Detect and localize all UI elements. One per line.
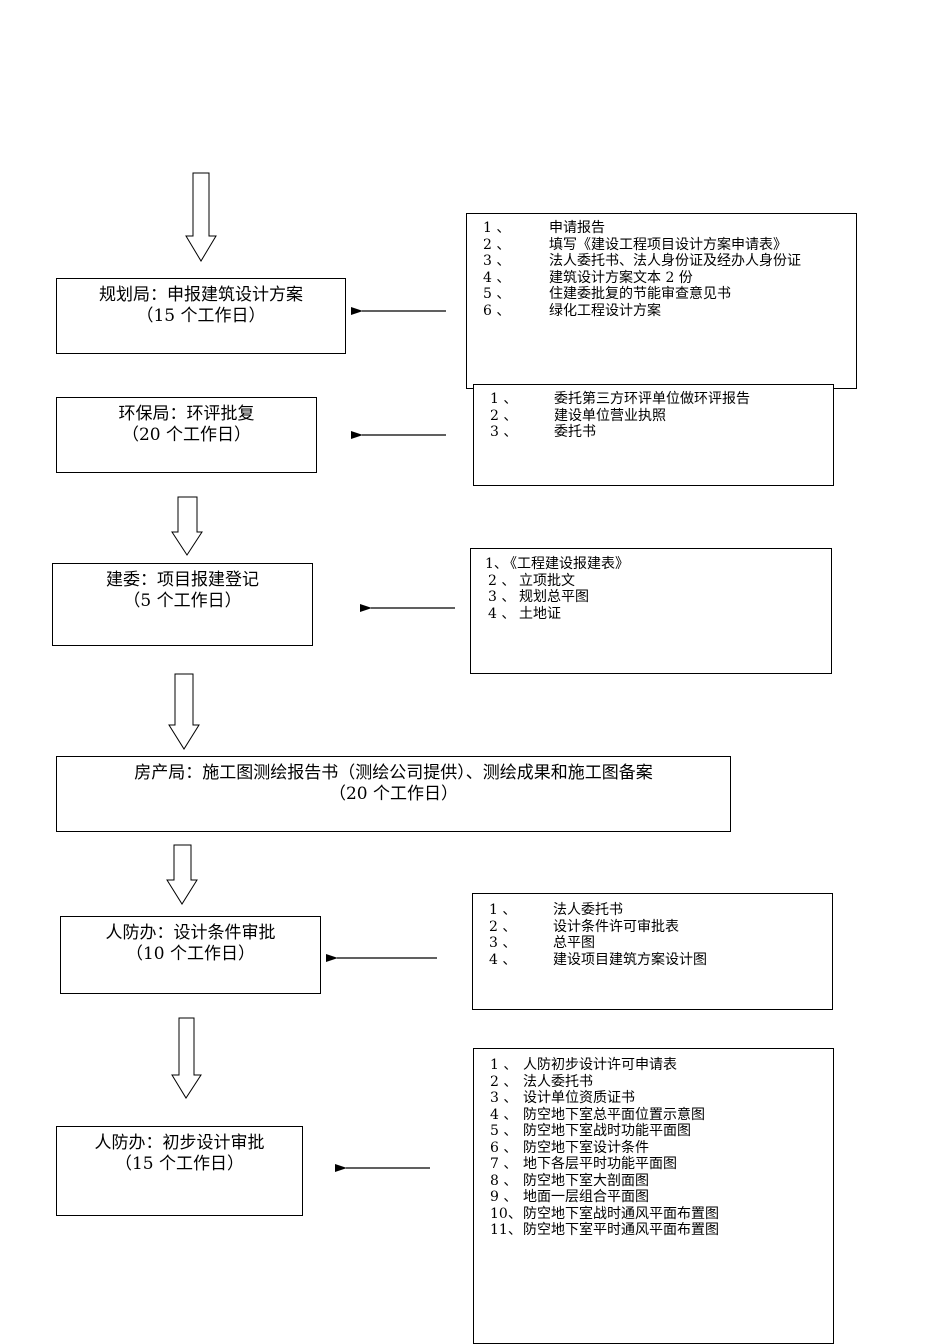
list-item: 4 、防空地下室总平面位置示意图 [490, 1106, 705, 1123]
stage-title: 人防办：初步设计审批 [94, 1133, 265, 1153]
list-item: 2 、法人委托书 [490, 1073, 593, 1090]
down-arrow-icon [166, 844, 198, 905]
stage-box-civil-defense-preliminary: 人防办：初步设计审批 （15 个工作日） [56, 1126, 303, 1216]
stage-box-environment: 环保局：环评批复 （20 个工作日） [56, 397, 317, 473]
down-arrow-icon [171, 1017, 202, 1099]
down-arrow-icon [185, 172, 217, 262]
down-arrow-icon [171, 496, 203, 556]
list-item: 2 、立项批文 [488, 572, 575, 589]
list-item: 1、《工程建设报建表》 [485, 556, 629, 572]
stage-box-civil-defense-conditions: 人防办：设计条件审批 （10 个工作日） [60, 916, 321, 994]
requirements-box-environment: 1 、委托第三方环评单位做环评报告 2 、建设单位营业执照 3 、委托书 [473, 384, 834, 486]
list-item: 5 、住建委批复的节能审查意见书 [483, 286, 731, 302]
stage-box-planning: 规划局：申报建筑设计方案 （15 个工作日） [56, 278, 346, 354]
stage-duration: （15 个工作日） [114, 1154, 245, 1174]
list-item: 5 、防空地下室战时功能平面图 [490, 1123, 691, 1139]
list-item: 11、防空地下室平时通风平面布置图 [490, 1222, 719, 1238]
stage-duration: （10 个工作日） [125, 944, 256, 964]
down-arrow-icon [168, 673, 200, 750]
list-item: 3 、规划总平图 [488, 589, 589, 605]
list-item: 9 、地面一层组合平面图 [490, 1189, 649, 1205]
list-item: 4 、建设项目建筑方案设计图 [489, 951, 707, 968]
list-item: 3 、委托书 [490, 424, 596, 440]
stage-duration: （15 个工作日） [136, 306, 266, 326]
list-item: 4 、土地证 [488, 605, 561, 622]
stage-duration: （5 个工作日） [123, 591, 242, 611]
list-item: 1 、委托第三方环评单位做环评报告 [490, 391, 750, 407]
stage-box-real-estate: 房产局：施工图测绘报告书（测绘公司提供）、测绘成果和施工图备案 （20 个工作日… [56, 756, 731, 832]
list-item: 2 、设计条件许可审批表 [489, 918, 679, 935]
list-item: 1 、法人委托书 [489, 902, 623, 918]
list-item: 6 、绿化工程设计方案 [483, 302, 661, 319]
stage-title: 房产局：施工图测绘报告书（测绘公司提供）、测绘成果和施工图备案 [134, 763, 653, 783]
list-item: 2 、建设单位营业执照 [490, 407, 666, 424]
list-item: 2 、填写《建设工程项目设计方案申请表》 [483, 236, 787, 253]
stage-duration: （20 个工作日） [328, 784, 459, 804]
list-item: 7 、地下各层平时功能平面图 [490, 1156, 677, 1172]
stage-title: 环保局：环评批复 [118, 404, 255, 424]
requirements-box-civil-defense-conditions: 1 、法人委托书 2 、设计条件许可审批表 3 、总平图 4 、建设项目建筑方案… [472, 893, 833, 1010]
list-item: 4 、建筑设计方案文本 2 份 [483, 269, 693, 286]
stage-title: 人防办：设计条件审批 [105, 923, 276, 943]
list-item: 10、防空地下室战时通风平面布置图 [490, 1205, 719, 1222]
list-item: 3 、法人委托书、法人身份证及经办人身份证 [483, 253, 801, 269]
list-item: 1 、申请报告 [483, 220, 605, 236]
requirements-box-civil-defense-preliminary: 1 、人防初步设计许可申请表 2 、法人委托书 3 、设计单位资质证书 4 、防… [473, 1048, 834, 1344]
stage-title: 规划局：申报建筑设计方案 [99, 285, 303, 305]
list-item: 8 、防空地下室大剖面图 [490, 1172, 649, 1189]
stage-box-construction-committee: 建委：项目报建登记 （5 个工作日） [52, 563, 313, 646]
list-item: 3 、设计单位资质证书 [490, 1090, 635, 1106]
list-item: 1 、人防初步设计许可申请表 [490, 1057, 677, 1073]
requirements-box-planning: 1 、申请报告 2 、填写《建设工程项目设计方案申请表》 3 、法人委托书、法人… [466, 213, 857, 389]
requirements-box-construction-committee: 1、《工程建设报建表》 2 、立项批文 3 、规划总平图 4 、土地证 [470, 548, 832, 674]
stage-duration: （20 个工作日） [121, 425, 252, 445]
list-item: 6 、防空地下室设计条件 [490, 1139, 649, 1156]
stage-title: 建委：项目报建登记 [106, 570, 259, 590]
list-item: 3 、总平图 [489, 935, 595, 951]
